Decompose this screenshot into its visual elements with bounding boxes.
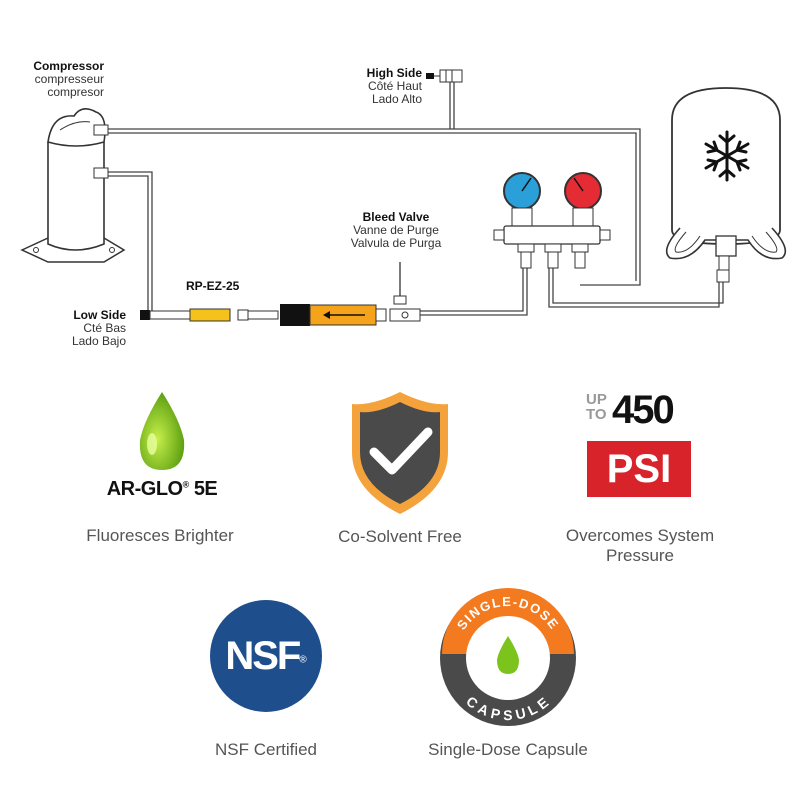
low-side-title: Low Side	[73, 308, 126, 322]
rp-ez-25-hose-icon	[149, 304, 387, 326]
caption-nsf: NSF Certified	[214, 740, 318, 759]
compressor-icon	[20, 108, 126, 263]
high-side-port-line	[449, 75, 460, 129]
badge-up: UP	[586, 391, 607, 408]
svg-text:SINGLE-DOSE: SINGLE-DOSE	[454, 594, 562, 633]
badge-up-to: UP TO	[586, 391, 607, 423]
badge-unit: PSI	[587, 441, 691, 497]
low-side-label: Low Side Cté Bas Lado Bajo	[50, 309, 126, 348]
caption-pressure: Overcomes System Pressure	[565, 526, 715, 565]
nsf-logo-icon: NSF®	[210, 600, 322, 712]
product-label-text: RP-EZ-25	[186, 279, 240, 293]
caption-capsule: Single-Dose Capsule	[428, 740, 588, 759]
nsf-logo-mark: ®	[299, 654, 307, 666]
high-side-label: High Side Côté Haut Lado Alto	[340, 67, 422, 106]
low-side-es: Lado Bajo	[71, 334, 126, 348]
caption-co-solvent: Co-Solvent Free	[338, 527, 462, 546]
nsf-logo-text: NSF	[225, 634, 301, 678]
ar-glo-text: AR-GLO	[106, 478, 183, 500]
bleed-valve-es: Valvula de Purga	[350, 236, 442, 250]
ar-glo-suffix: 5E	[193, 478, 218, 500]
low-side-port-icon	[140, 310, 150, 320]
ar-glo-logo: AR-GLO® 5E	[104, 478, 220, 501]
compressor-fr: compresseur	[34, 72, 104, 86]
bleed-valve-fr: Vanne de Purge	[353, 223, 439, 237]
evap-hose	[552, 268, 724, 304]
badge-to: TO	[586, 406, 607, 423]
caption-fluoresces: Fluoresces Brighter	[86, 526, 234, 545]
compressor-title: Compressor	[33, 59, 104, 73]
product-label: RP-EZ-25	[186, 280, 239, 293]
high-side-fr: Côté Haut	[367, 79, 422, 93]
bleed-valve-title: Bleed Valve	[362, 210, 430, 224]
high-side-es: Lado Alto	[371, 92, 422, 106]
capsule-ring-top: SINGLE-DOSE	[454, 594, 561, 633]
bleed-valve-label: Bleed Valve Vanne de Purge Valvula de Pu…	[340, 211, 452, 250]
snowflake-icon	[704, 130, 750, 182]
indoor-unit-icon	[665, 87, 787, 283]
badge-value: 450	[612, 388, 675, 432]
compressor-es: compresor	[47, 85, 104, 99]
hvac-connection-diagram	[20, 69, 787, 326]
capsule-ring-bottom: CAPSULE	[463, 693, 551, 723]
high-side-port-icon	[426, 69, 463, 83]
compressor-label: Compressor compresseur compresor	[28, 60, 104, 99]
high-side-title: High Side	[366, 66, 422, 80]
high-side-hose	[108, 128, 641, 286]
low-side-fr: Cté Bas	[83, 321, 126, 335]
ar-glo-mark: ®	[182, 479, 190, 490]
svg-text:CAPSULE: CAPSULE	[463, 693, 553, 723]
bleed-valve-icon	[389, 262, 421, 322]
manifold-gauge-icon	[493, 172, 611, 269]
manifold-hose	[420, 268, 528, 316]
